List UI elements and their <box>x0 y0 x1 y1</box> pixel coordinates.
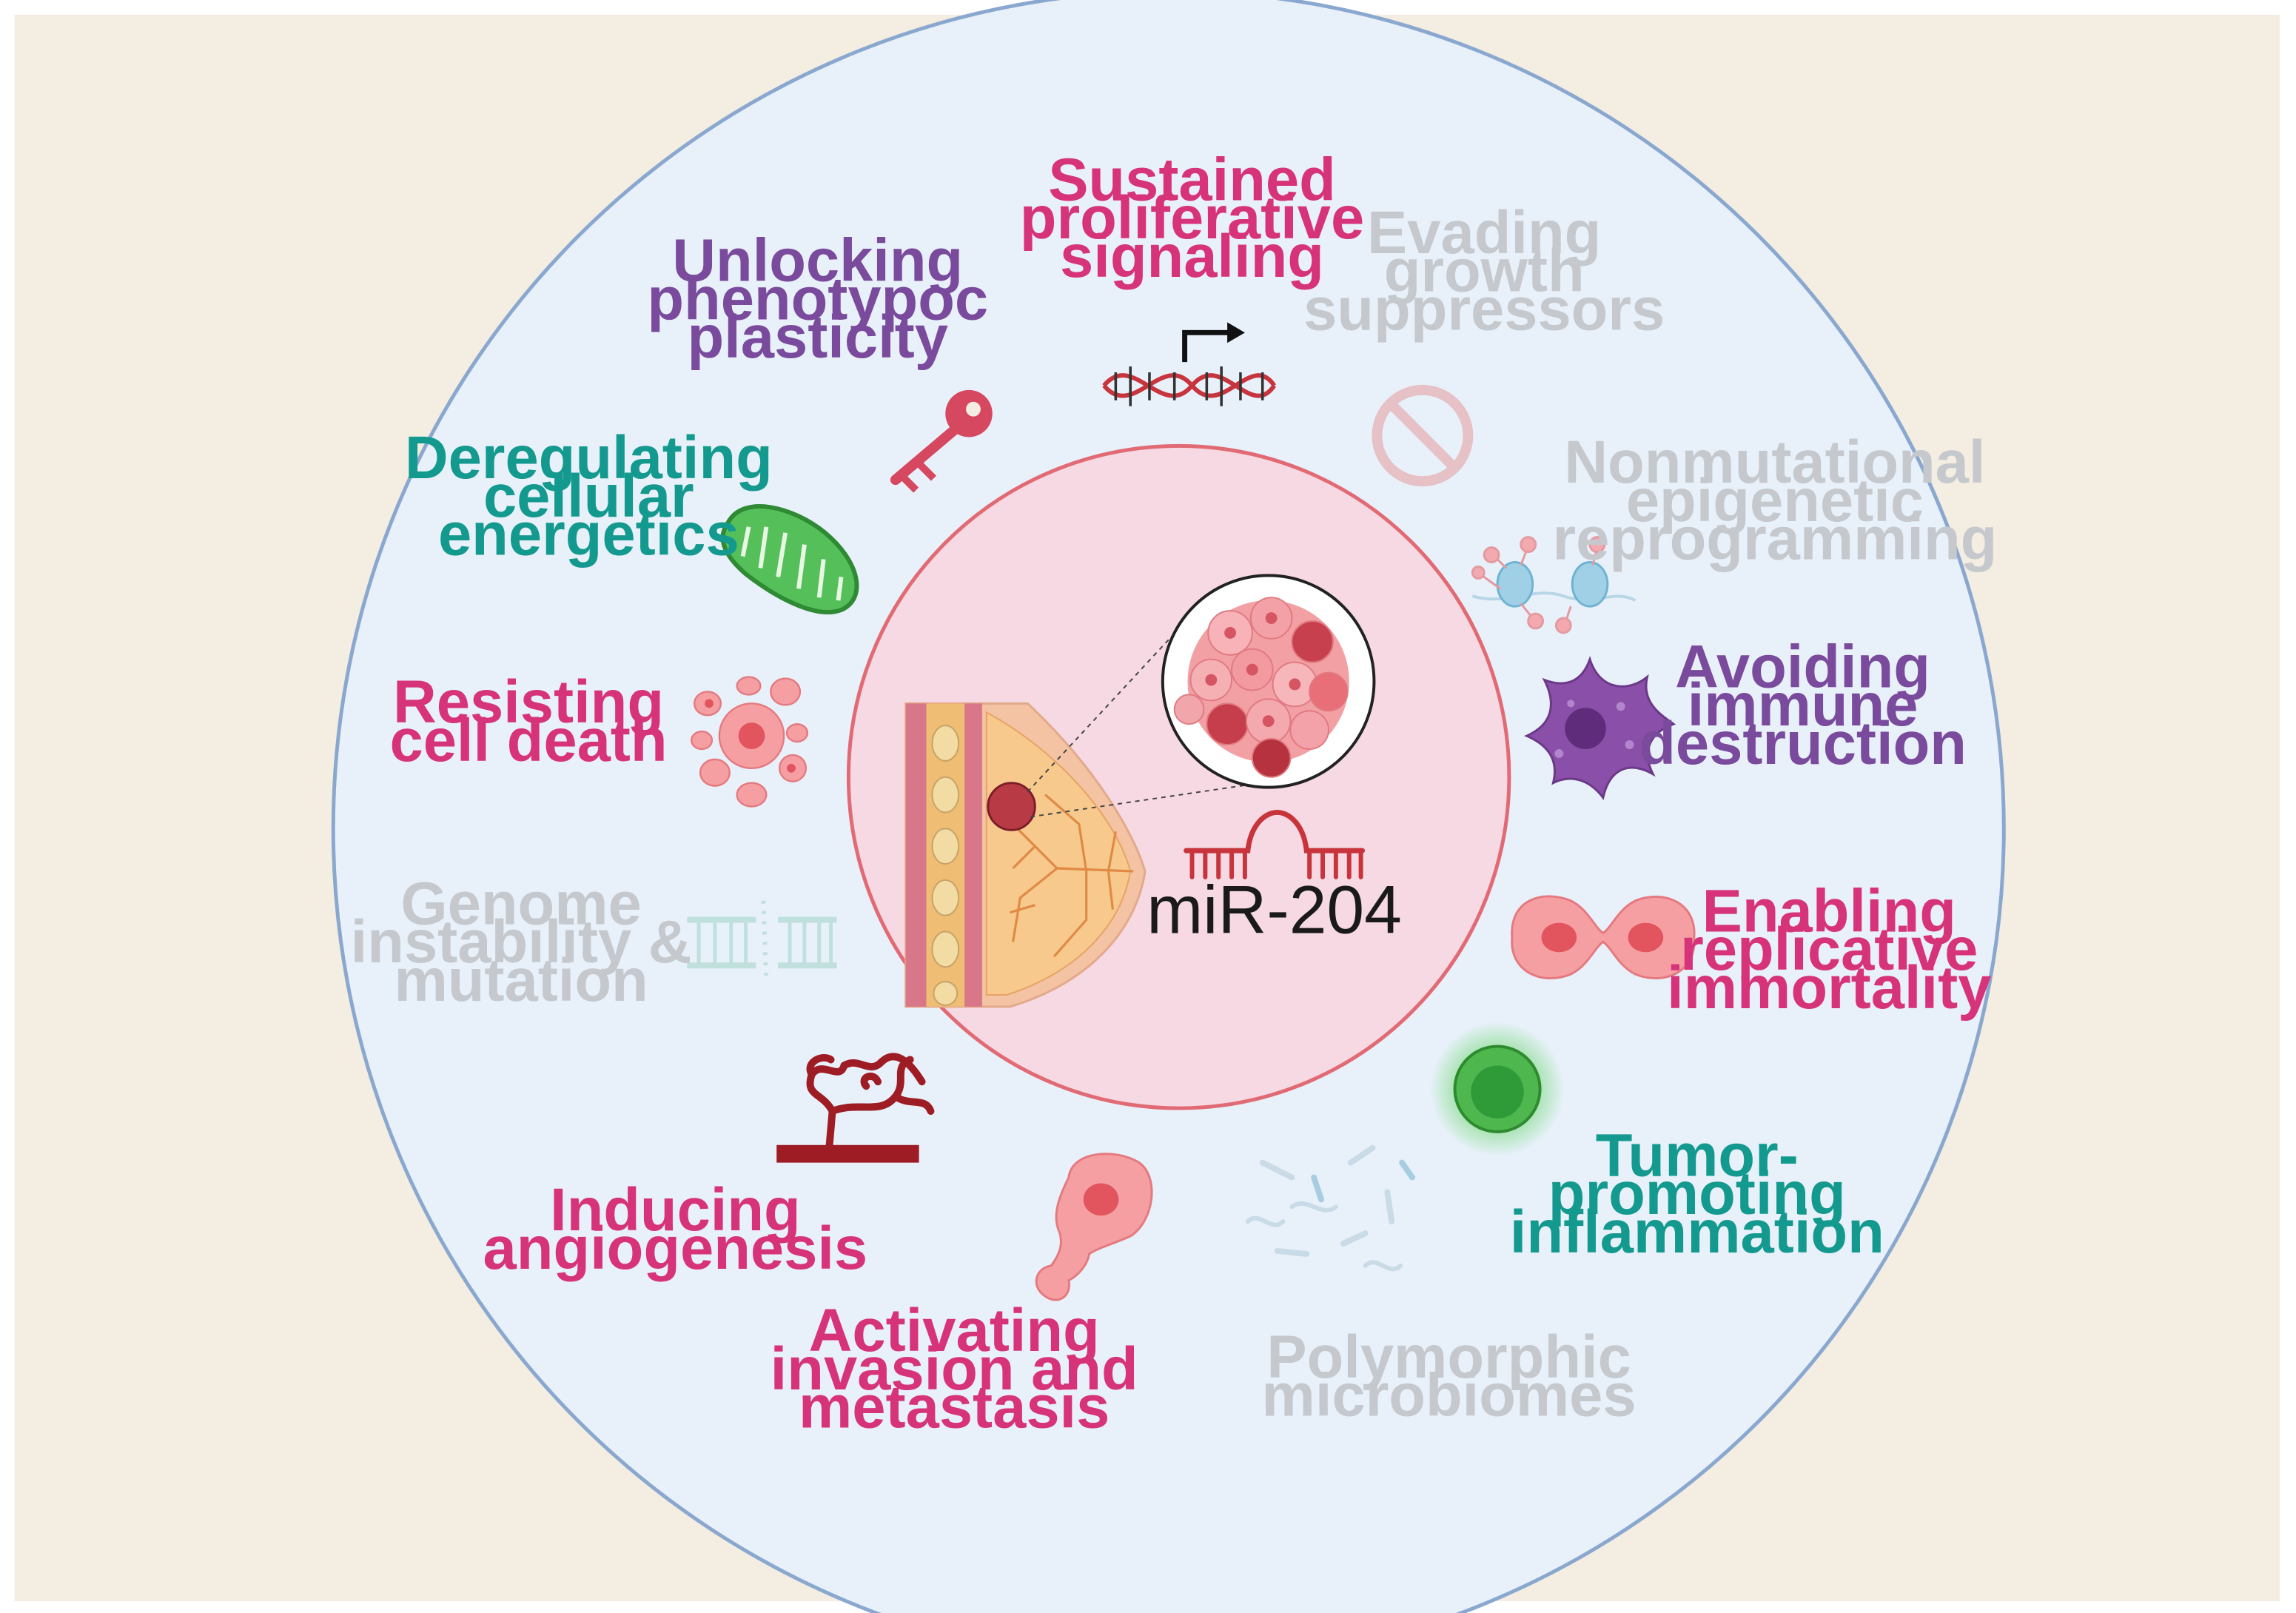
hallmark-label-line: reprogramming <box>1552 505 1997 572</box>
tumor-zoom-icon <box>1161 574 1376 789</box>
key-icon <box>890 389 993 493</box>
hallmark-label-line: Enabling <box>1702 877 1956 945</box>
hallmark-label-line: plasticity <box>687 304 947 371</box>
hallmark-label-line: Nonmutational <box>1564 429 1985 496</box>
hallmark-label-line: signaling <box>1060 223 1324 290</box>
broken-dna-icon <box>687 900 837 984</box>
hallmark-label-line: Sustained <box>1048 146 1336 213</box>
dividing-cell-icon <box>1511 895 1696 980</box>
prohibited-icon <box>1372 384 1474 487</box>
hallmark-label-line: microbiomes <box>1262 1362 1637 1429</box>
hallmark-label-line: Genome <box>400 870 641 937</box>
hallmark-label-line: Resisting <box>393 668 664 736</box>
nucleosome-icon <box>1471 536 1637 634</box>
dna-transcription-icon <box>1102 322 1277 406</box>
hallmark-label-line: epigenetic <box>1626 467 1924 534</box>
hallmark-label-line: Unlocking <box>672 227 963 295</box>
mitochondrion-icon <box>720 504 859 614</box>
hallmark-label-line: immortality <box>1667 954 1991 1022</box>
hallmark-label-line: proliferative <box>1020 184 1364 252</box>
hallmark-label-line: destruction <box>1639 710 1967 777</box>
hallmark-label-line: invasion and <box>771 1335 1138 1403</box>
hallmark-label-line: Inducing <box>550 1176 801 1244</box>
hallmark-label-line: suppressors <box>1303 275 1665 343</box>
apoptotic-cell-icon <box>690 676 809 808</box>
mirna-hairpin-icon <box>1184 809 1366 879</box>
hallmark-label-line: Deregulating <box>405 424 773 492</box>
tumor-icon <box>987 782 1036 831</box>
hallmark-label-line: Evading <box>1367 199 1601 266</box>
hallmark-label-line: Avoiding <box>1675 633 1930 700</box>
hallmark-label-line: inflammation <box>1510 1198 1884 1266</box>
hallmark-label-line: phenotypoc <box>647 265 988 332</box>
hallmark-label-line: Tumor- <box>1596 1121 1799 1189</box>
migrating-cell-icon <box>1035 1153 1153 1301</box>
hallmark-label-line: angiogenesis <box>483 1215 868 1282</box>
blood-vessel-icon <box>776 1053 935 1163</box>
hallmark-label-line: promoting <box>1548 1160 1846 1227</box>
hallmark-label-line: cell death <box>389 707 667 774</box>
hallmark-label-line: mutation <box>394 947 648 1014</box>
breast-illustration-icon <box>904 625 1251 1008</box>
immune-cell-icon <box>1523 656 1676 801</box>
hallmark-label-line: growth <box>1384 238 1585 305</box>
inflammatory-cell-icon <box>1429 1021 1565 1157</box>
bacteria-icon <box>1245 1144 1415 1272</box>
hallmark-label-line: cellular <box>483 463 694 530</box>
hallmark-label-line: instability & <box>351 908 692 976</box>
hallmark-label-line: Polymorphic <box>1266 1324 1631 1391</box>
hallmark-label-line: immune <box>1688 671 1919 739</box>
mirna-label: miR-204 <box>1147 872 1402 948</box>
hallmark-label-line: Activating <box>809 1297 1100 1364</box>
hallmark-label-line: energetics <box>438 500 739 568</box>
hallmark-label-line: replicative <box>1680 916 1978 983</box>
hallmark-label-line: metastasis <box>799 1373 1110 1441</box>
